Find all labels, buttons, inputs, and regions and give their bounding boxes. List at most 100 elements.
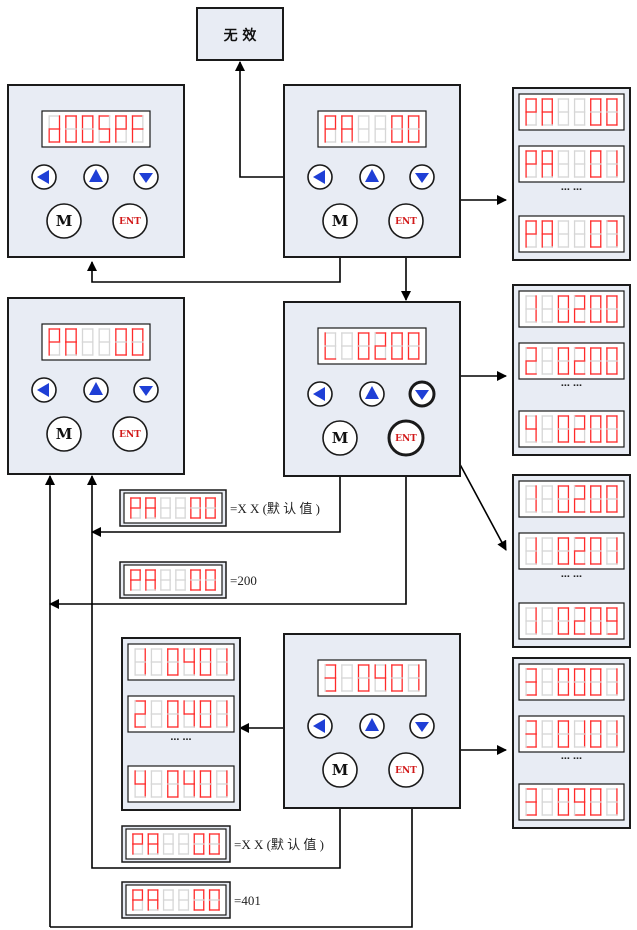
ent-button[interactable]: ENT (112, 203, 148, 239)
seven-seg-digit (525, 98, 537, 126)
seven-seg-digit (324, 332, 337, 360)
up-button[interactable] (83, 377, 109, 403)
strip-row (127, 765, 235, 803)
seven-seg-digit (178, 833, 190, 855)
seven-seg-digit (557, 347, 570, 375)
seven-seg-digit (150, 648, 163, 676)
seven-seg-digit (341, 664, 353, 692)
seven-seg-digit (183, 770, 195, 798)
invalid-label: 无 效 (223, 27, 258, 44)
seven-seg-digit (183, 700, 195, 728)
seven-seg-digit (357, 332, 370, 360)
down-button[interactable] (409, 713, 435, 739)
seven-seg-digit (590, 668, 602, 696)
seven-seg-digit (193, 833, 205, 855)
seven-seg-digit (606, 347, 618, 375)
up-button[interactable] (359, 713, 385, 739)
seven-seg-digit (606, 668, 618, 696)
ent-button-label: ENT (119, 217, 141, 227)
seven-seg-digit (115, 328, 127, 356)
ent-button[interactable]: ENT (112, 416, 148, 452)
seven-seg-digit (216, 770, 228, 798)
down-button[interactable] (133, 377, 159, 403)
seven-seg-digit (606, 537, 618, 565)
down-button[interactable] (409, 164, 435, 190)
seven-seg-digit (130, 497, 141, 519)
seven-seg-digit (216, 648, 228, 676)
seven-seg-digit (525, 668, 537, 696)
seven-seg-digit (573, 668, 586, 696)
result-text: =401 (234, 893, 261, 908)
seven-seg-digit (573, 295, 586, 323)
arrow-down-icon (139, 173, 153, 183)
up-button[interactable] (359, 381, 385, 407)
down-button[interactable] (408, 380, 436, 408)
m-button[interactable]: M (322, 203, 358, 239)
left-button[interactable] (307, 164, 333, 190)
left-button[interactable] (31, 164, 57, 190)
left-button[interactable] (307, 381, 333, 407)
flow-m-to-panel3 (91, 455, 341, 537)
strip-row (518, 663, 625, 701)
left-button[interactable] (307, 713, 333, 739)
seven-seg-digit (175, 569, 186, 591)
seven-seg-digit (407, 664, 420, 692)
seven-seg-digit (557, 607, 570, 635)
seven-seg-digit (167, 770, 179, 798)
seven-seg-digit (391, 664, 403, 692)
left-button[interactable] (31, 377, 57, 403)
seven-seg-digit (606, 720, 618, 748)
strip-row (518, 480, 625, 518)
seven-seg-digit (407, 332, 420, 360)
seven-seg-digit (573, 150, 586, 178)
seven-seg-digit (131, 328, 144, 356)
ent-button[interactable]: ENT (388, 752, 424, 788)
seven-seg-digit (590, 485, 602, 513)
seven-seg-digit (573, 98, 586, 126)
seven-seg-digit (145, 569, 156, 591)
panel-display (41, 110, 151, 148)
seven-seg-digit (525, 788, 537, 816)
ellipsis: … … (170, 733, 191, 743)
m-button[interactable]: M (322, 752, 358, 788)
m-button[interactable]: M (322, 420, 358, 456)
strip-row (518, 532, 625, 570)
seven-seg-digit (48, 328, 61, 356)
m-button[interactable]: M (46, 416, 82, 452)
m-button[interactable]: M (46, 203, 82, 239)
up-button[interactable] (359, 164, 385, 190)
panel-p1: M ENT (7, 84, 185, 258)
seven-seg-digit (541, 220, 553, 248)
seven-seg-digit (65, 115, 77, 143)
m-button-label: M (332, 212, 349, 230)
arrow-left-icon (313, 170, 325, 184)
seven-seg-digit (115, 115, 127, 143)
down-button[interactable] (133, 164, 159, 190)
seven-seg-digit (341, 332, 353, 360)
result-text: =X X (默 认 值 ) (230, 501, 320, 516)
ent-button[interactable]: ENT (387, 419, 425, 457)
result-r3: =X X (默 认 值 ) (121, 825, 324, 863)
up-button[interactable] (83, 164, 109, 190)
flow-m5-back (91, 604, 341, 869)
seven-seg-digit (541, 347, 553, 375)
seven-seg-digit (573, 788, 586, 816)
arrow-down-icon (415, 722, 429, 732)
result-display (123, 492, 223, 524)
seven-seg-digit (590, 720, 602, 748)
seven-seg-digit (525, 150, 537, 178)
seven-seg-digit (162, 833, 174, 855)
seven-seg-digit (590, 788, 602, 816)
panel-p5: M ENT (283, 633, 461, 809)
seven-seg-digit (391, 332, 403, 360)
ellipsis: … … (561, 183, 582, 193)
seven-seg-digit (541, 537, 553, 565)
seven-seg-digit (573, 720, 586, 748)
seven-seg-digit (65, 328, 77, 356)
panel-p4: M ENT (283, 301, 461, 477)
seven-seg-digit (525, 295, 537, 323)
ent-button[interactable]: ENT (388, 203, 424, 239)
strip-row (518, 602, 625, 640)
